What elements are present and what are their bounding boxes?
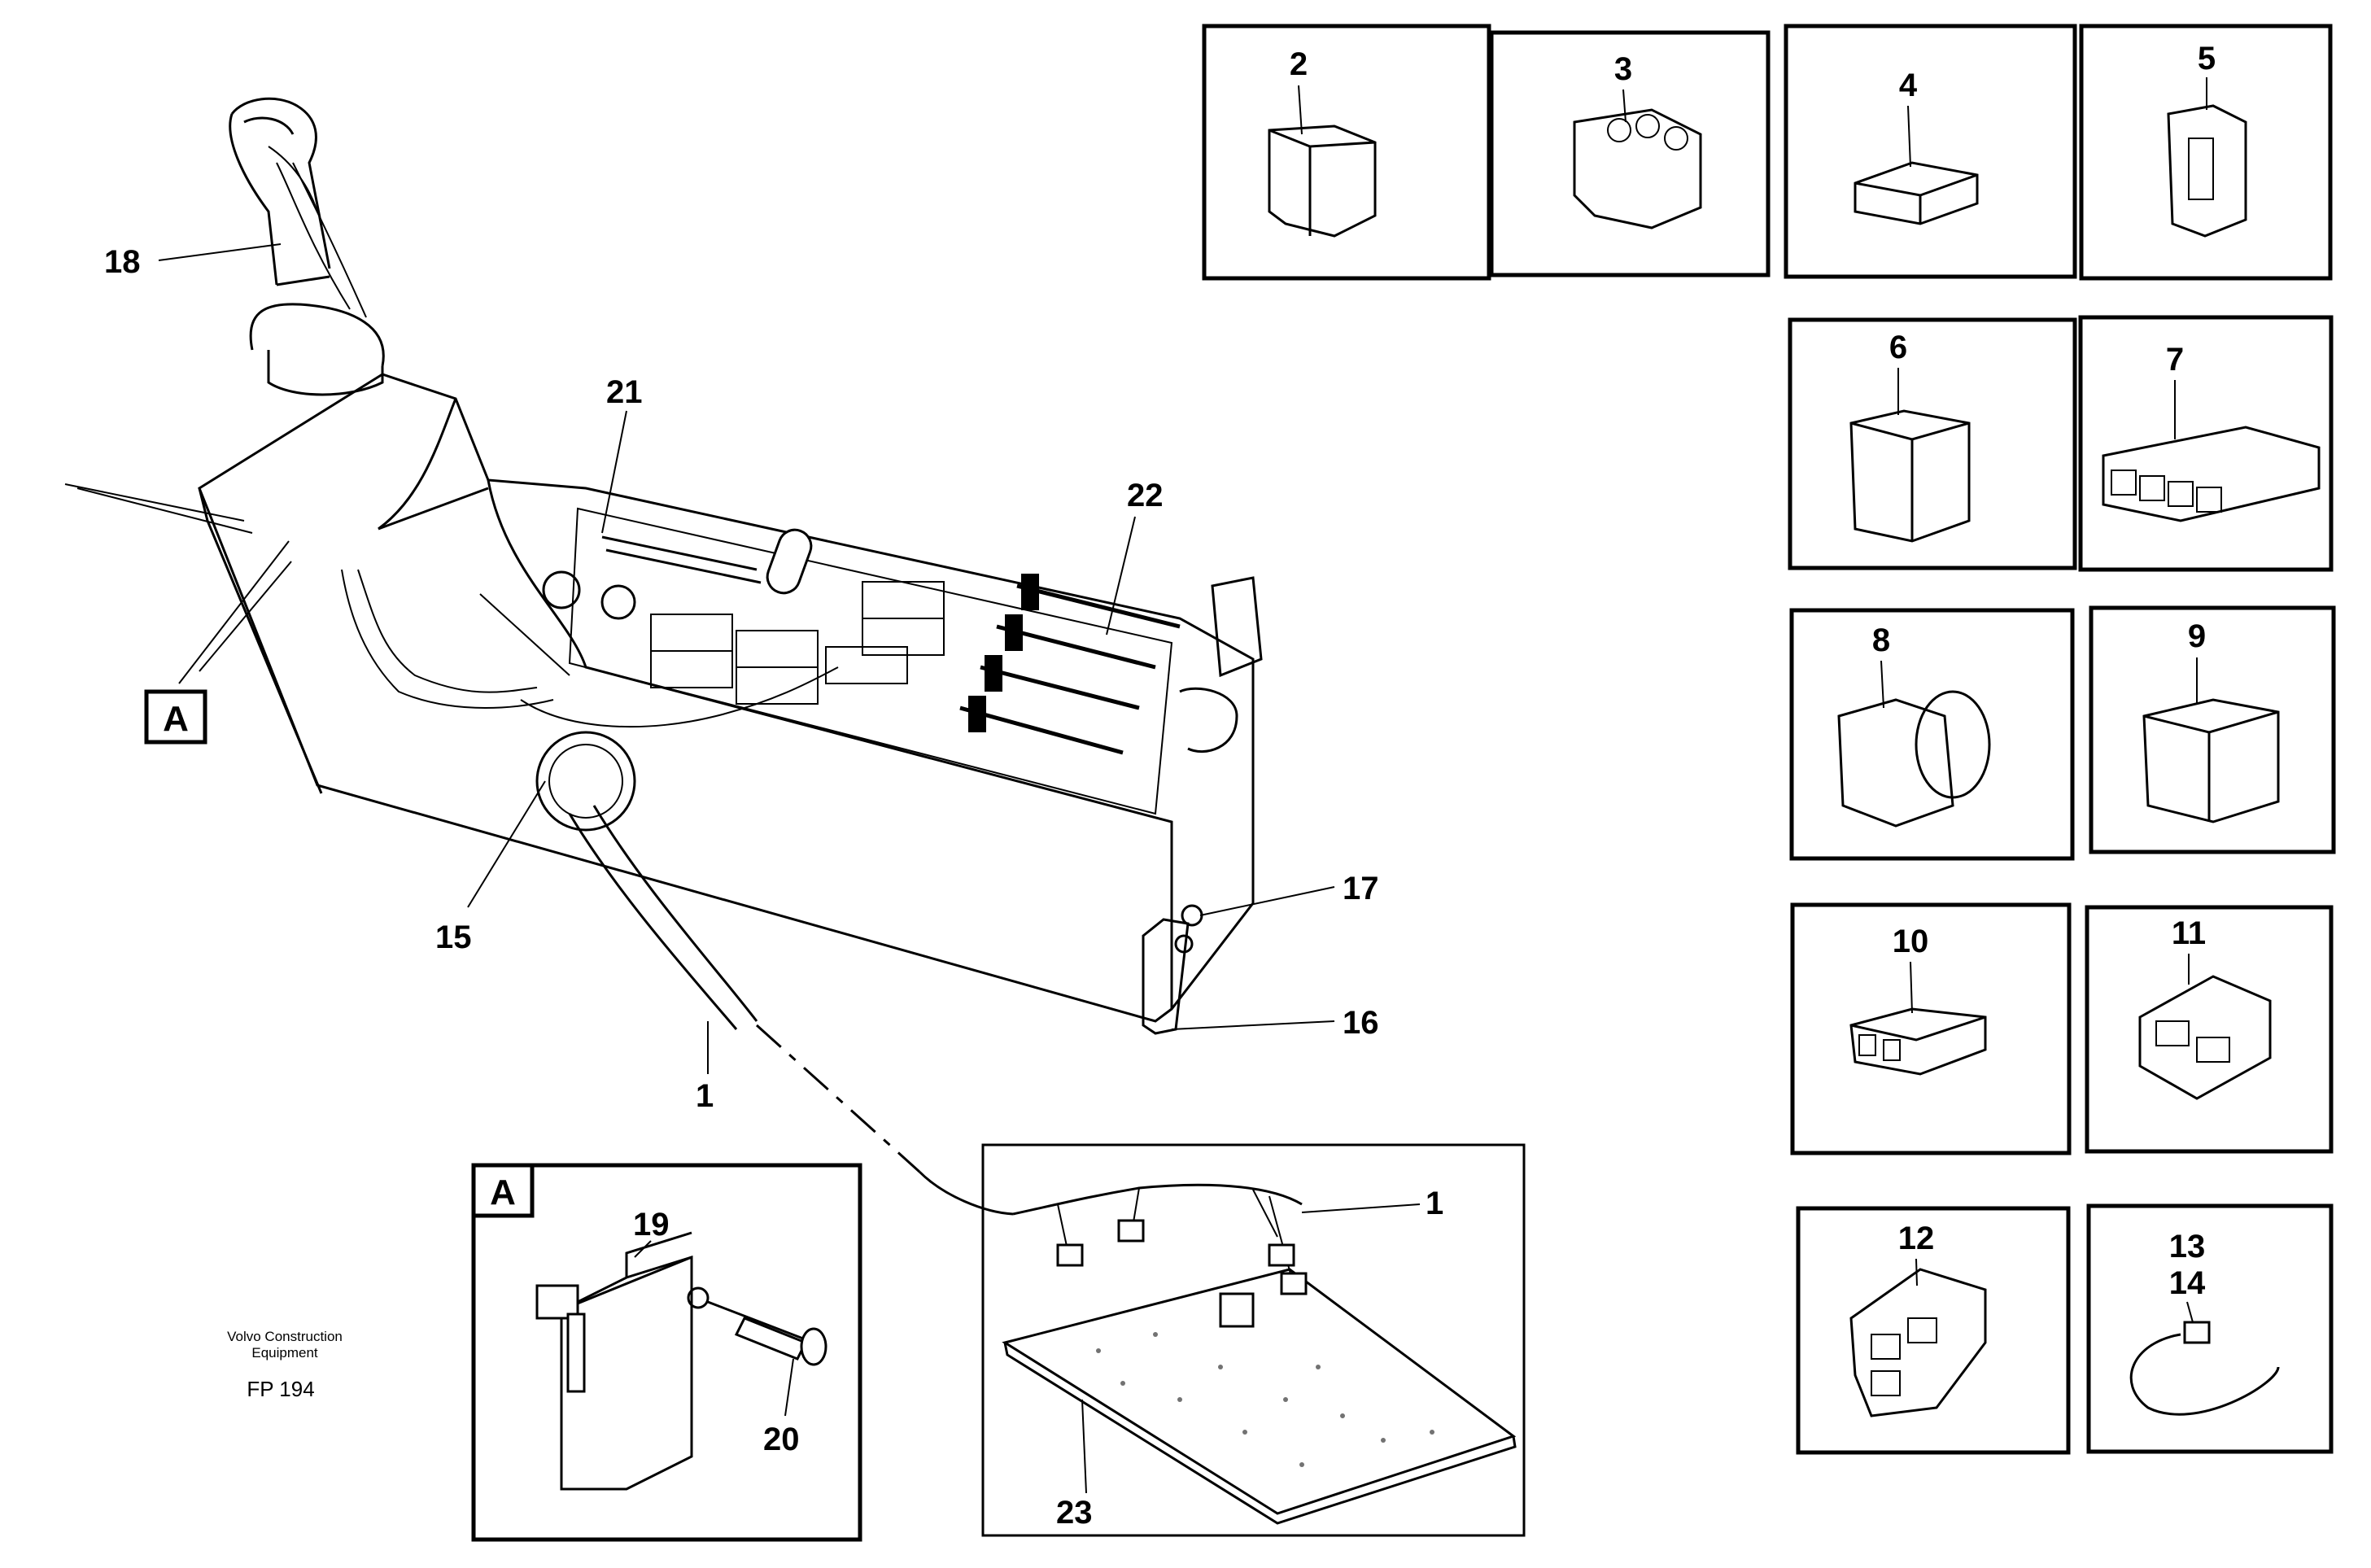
circuit-board-box: 23 1 xyxy=(981,1143,1526,1537)
svg-text:4: 4 xyxy=(1899,68,1918,103)
leader-lines xyxy=(158,243,1421,1213)
joystick-lever xyxy=(229,97,385,396)
connector-box-9: 9 xyxy=(2089,605,2336,854)
caption-company: Volvo Construction xyxy=(227,1329,343,1344)
svg-text:6: 6 xyxy=(1889,330,1907,365)
connector-box-5: 5 xyxy=(2079,24,2333,281)
svg-text:5: 5 xyxy=(2198,41,2216,76)
connector-box-4: 4 xyxy=(1784,24,2077,279)
svg-text:11: 11 xyxy=(2172,915,2206,951)
callout-15: 15 xyxy=(435,919,472,955)
svg-text:14: 14 xyxy=(2169,1265,2206,1301)
switch-panel xyxy=(650,581,945,705)
callout-1-board: 1 xyxy=(1426,1186,1443,1221)
connector-box-8: 8 xyxy=(1789,608,2075,861)
svg-text:A: A xyxy=(163,699,189,739)
svg-text:3: 3 xyxy=(1614,51,1632,87)
connector-box-7: 7 xyxy=(2078,315,2334,572)
callout-20: 20 xyxy=(763,1422,800,1457)
caption-sub: Equipment xyxy=(251,1345,318,1361)
svg-text:13: 13 xyxy=(2169,1229,2206,1264)
figure-caption: Volvo Construction Equipment FP 194 xyxy=(227,1329,343,1401)
control-console xyxy=(64,97,1263,1216)
connector-box-3: 3 xyxy=(1489,30,1771,277)
console-housing xyxy=(198,373,1263,1023)
connector-box-13: 13 14 xyxy=(2086,1203,2334,1454)
connector-box-2: 2 xyxy=(1202,24,1491,281)
connector-box-10: 10 xyxy=(1790,902,2072,1155)
detail-box-a: A 19 20 xyxy=(471,1163,862,1542)
callout-16: 16 xyxy=(1343,1005,1379,1041)
callout-1-main: 1 xyxy=(696,1078,714,1114)
callout-18: 18 xyxy=(104,244,141,280)
callout-17: 17 xyxy=(1343,871,1379,906)
valve-levers xyxy=(959,574,1181,755)
svg-text:7: 7 xyxy=(2166,342,2184,378)
rear-cable xyxy=(64,483,245,522)
connector-box-11: 11 xyxy=(2085,905,2334,1154)
svg-text:12: 12 xyxy=(1898,1221,1935,1256)
detail-box-a-label: A xyxy=(490,1173,516,1212)
main-callouts: 18 21 22 17 16 15 1 xyxy=(104,244,1379,1114)
callout-23: 23 xyxy=(1056,1495,1093,1531)
detail-marker-a: A xyxy=(144,689,207,745)
callout-22: 22 xyxy=(1127,478,1164,513)
connector-box-12: 12 xyxy=(1796,1206,2071,1455)
svg-text:10: 10 xyxy=(1893,924,1929,959)
callout-21: 21 xyxy=(606,374,643,410)
cable-harness xyxy=(341,569,1014,1216)
svg-text:9: 9 xyxy=(2188,618,2206,654)
callout-19: 19 xyxy=(633,1207,670,1243)
svg-text:2: 2 xyxy=(1290,46,1308,82)
svg-text:8: 8 xyxy=(1872,622,1890,658)
connector-box-6: 6 xyxy=(1788,317,2077,570)
figure-code: FP 194 xyxy=(247,1377,314,1401)
